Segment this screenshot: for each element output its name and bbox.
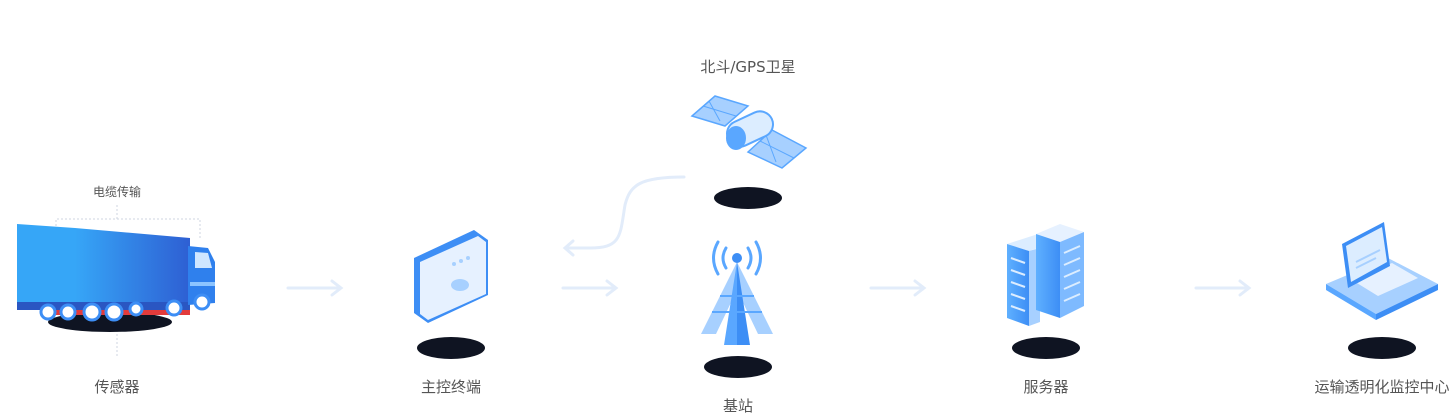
flow-arrow-server-monitor [1194,279,1252,297]
label-sensor: 传感器 [94,378,140,396]
label-cable: 电缆传输 [92,185,142,199]
tower-icon [701,240,773,345]
truck-icon [17,224,215,322]
shadow-server [1012,337,1080,359]
label-satellite: 北斗/GPS卫星 [700,58,796,76]
flow-arrow-sensor-terminal [286,279,344,297]
shadow-truck [48,312,172,332]
flow-arrow-terminal-basestation [561,279,619,297]
shadow-tower [704,356,772,378]
satellite-icon [690,95,808,169]
laptop-icon [1326,222,1438,320]
server-icon [1007,224,1084,326]
cable-lines [55,205,201,358]
shadow-terminal [417,337,485,359]
shadow-laptop [1348,337,1416,359]
label-server: 服务器 [1023,378,1069,396]
flow-arrow-basestation-server [869,279,927,297]
label-monitor-center: 运输透明化监控中心 [1314,378,1450,396]
label-terminal: 主控终端 [420,378,482,396]
flow-arrow-satellite-terminal [562,175,686,257]
terminal-icon [414,230,488,323]
label-base-station: 基站 [722,397,754,415]
shadow-satellite [714,187,782,209]
